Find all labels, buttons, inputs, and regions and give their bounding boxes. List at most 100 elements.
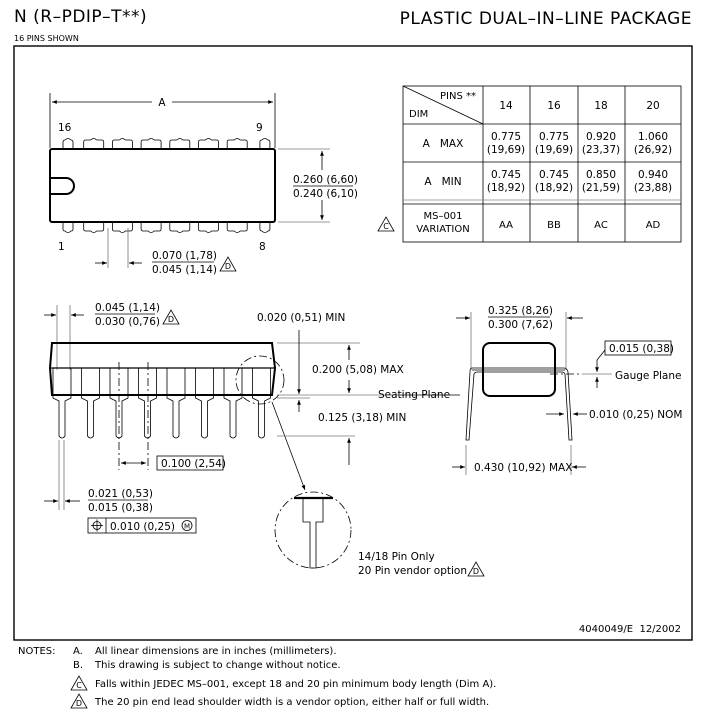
- package-body-end: [482, 342, 556, 397]
- variation-14: AA: [499, 220, 513, 231]
- variation-20: AD: [646, 220, 661, 231]
- pin-shoulder-bottom: [226, 222, 248, 233]
- note-d-flag-icon: D: [162, 309, 180, 325]
- dim-a-label: A: [158, 97, 166, 109]
- lead-width-max: 0.021 (0,53): [88, 488, 153, 500]
- top-view: A 16 9 1 8 0.260 (6,60) 0.240 (6,10) 0.0…: [49, 93, 358, 276]
- seating-plane-label: Seating Plane: [378, 389, 450, 401]
- lead: [81, 368, 100, 439]
- svg-text:D: D: [168, 315, 174, 324]
- pin-shoulder-bottom: [198, 222, 219, 233]
- pin-shoulder-top: [140, 138, 162, 149]
- detail-note-line2: 20 Pin vendor option: [358, 565, 467, 577]
- package-body-side: [48, 342, 277, 396]
- table-cell-inch: 0.775: [491, 131, 521, 143]
- svg-text:D: D: [76, 699, 82, 708]
- table-cell-mm: (21,59): [582, 182, 620, 194]
- note-d-text: The 20 pin end lead shoulder width is a …: [94, 697, 489, 708]
- height-dim: 0.200 (5,08) MAX: [312, 364, 404, 376]
- svg-text:M: M: [184, 523, 190, 531]
- table-cell-mm: (23,88): [634, 182, 672, 194]
- lead: [166, 368, 186, 439]
- table-pins-18: 18: [594, 100, 607, 112]
- pin-label-8: 8: [259, 241, 266, 253]
- lead-length-dim: 0.125 (3,18) MIN: [318, 412, 406, 424]
- gauge-offset-dim: 0.015 (0,38): [609, 343, 674, 355]
- lead-thickness-dim: 0.010 (0,25) NOM: [589, 409, 683, 421]
- table-pins-16: 16: [547, 100, 561, 112]
- end-lead-min: 0.030 (0,76): [95, 316, 160, 328]
- pin-label-9: 9: [256, 122, 263, 134]
- shoulder-width-min: 0.045 (1,14): [152, 264, 217, 276]
- svg-text:D: D: [473, 567, 479, 576]
- detail-callout-circle: [235, 355, 285, 405]
- package-body-top: [49, 148, 276, 223]
- position-tolerance-value: 0.010 (0,25): [110, 521, 175, 533]
- standoff-dim: 0.020 (0,51) MIN: [257, 312, 345, 324]
- body-width-max: 0.260 (6,60): [293, 174, 358, 186]
- note-a-marker: A.: [73, 646, 83, 657]
- document-id: 4040049/E 12/2002: [579, 624, 681, 635]
- pin-shoulder-top: [83, 138, 105, 149]
- table-pins-14: 14: [499, 100, 513, 112]
- pin-shoulder-bottom: [169, 222, 191, 233]
- pin-shoulder-top: [226, 138, 248, 149]
- table-cell-inch: 0.850: [586, 169, 616, 181]
- notes-label: NOTES:: [18, 646, 56, 657]
- table-cell-mm: (19,69): [535, 144, 573, 156]
- table-cell-inch: 0.745: [491, 169, 521, 181]
- table-cell-inch: 0.920: [586, 131, 616, 143]
- table-cell-mm: (18,92): [487, 182, 525, 194]
- end-lead-max: 0.045 (1,14): [95, 302, 160, 314]
- position-symbol-icon: [91, 519, 103, 532]
- lead: [223, 368, 243, 439]
- note-d-flag-icon: D: [219, 256, 237, 272]
- pin-shoulder-bottom: [62, 222, 74, 233]
- table-pins-20: 20: [646, 100, 659, 112]
- table-header-dim: DIM: [409, 109, 428, 120]
- note-c-text: Falls within JEDEC MS–001, except 18 and…: [95, 679, 496, 690]
- pin-shoulder-top: [259, 138, 271, 149]
- table-cell-mm: (26,92): [634, 144, 672, 156]
- note-b-text: This drawing is subject to change withou…: [94, 660, 341, 671]
- table-cell-inch: 0.775: [539, 131, 569, 143]
- package-title: PLASTIC DUAL–IN–LINE PACKAGE: [400, 9, 692, 29]
- lead: [195, 368, 214, 439]
- side-view: 0.045 (1,14) 0.030 (0,76) D 0.020 (0,51)…: [44, 302, 460, 534]
- shoulder-width-max: 0.070 (1,78): [152, 250, 217, 262]
- end-view-leads: [465, 367, 573, 441]
- lead-width-min: 0.015 (0,38): [88, 502, 153, 514]
- pin1-notch: [50, 177, 75, 195]
- pin-shoulder-top: [62, 138, 74, 149]
- table-cell-inch: 0.940: [638, 169, 668, 181]
- notes: NOTES: A. All linear dimensions are in i…: [18, 646, 496, 709]
- pin-shoulder-bottom: [259, 222, 271, 233]
- table-row-a-max-label: A MAX: [423, 138, 464, 150]
- row-spacing-max: 0.325 (8,26): [488, 305, 553, 317]
- note-a-text: All linear dimensions are in inches (mil…: [95, 646, 337, 657]
- table-cell-mm: (19,69): [487, 144, 525, 156]
- pin-shoulder-bottom: [112, 222, 133, 233]
- package-code: N (R–PDIP–T**): [14, 7, 147, 27]
- note-b-marker: B.: [73, 660, 83, 671]
- body-width-min: 0.240 (6,10): [293, 188, 358, 200]
- pitch-basic-box: [156, 455, 224, 471]
- lead: [138, 368, 157, 439]
- lead: [52, 368, 72, 439]
- pin-shoulder-top: [112, 138, 133, 149]
- table-row-a-min-label: A MIN: [424, 176, 461, 188]
- row-spacing-min: 0.300 (7,62): [488, 319, 553, 331]
- position-tolerance-frame: [87, 517, 197, 534]
- lead: [252, 368, 271, 439]
- detail-note-line1: 14/18 Pin Only: [358, 551, 435, 563]
- pin-shoulder-bottom: [83, 222, 105, 233]
- lead-detail: 14/18 Pin Only 20 Pin vendor option D: [274, 491, 485, 577]
- pin-shoulder-top: [198, 138, 219, 149]
- gauge-offset-box: [604, 340, 672, 356]
- mmc-modifier-icon: M: [181, 520, 193, 531]
- variation-label-2: VARIATION: [416, 224, 469, 235]
- table-cell-inch: 1.060: [638, 131, 668, 143]
- variation-label-1: MS–001: [423, 211, 462, 222]
- svg-text:C: C: [383, 222, 389, 231]
